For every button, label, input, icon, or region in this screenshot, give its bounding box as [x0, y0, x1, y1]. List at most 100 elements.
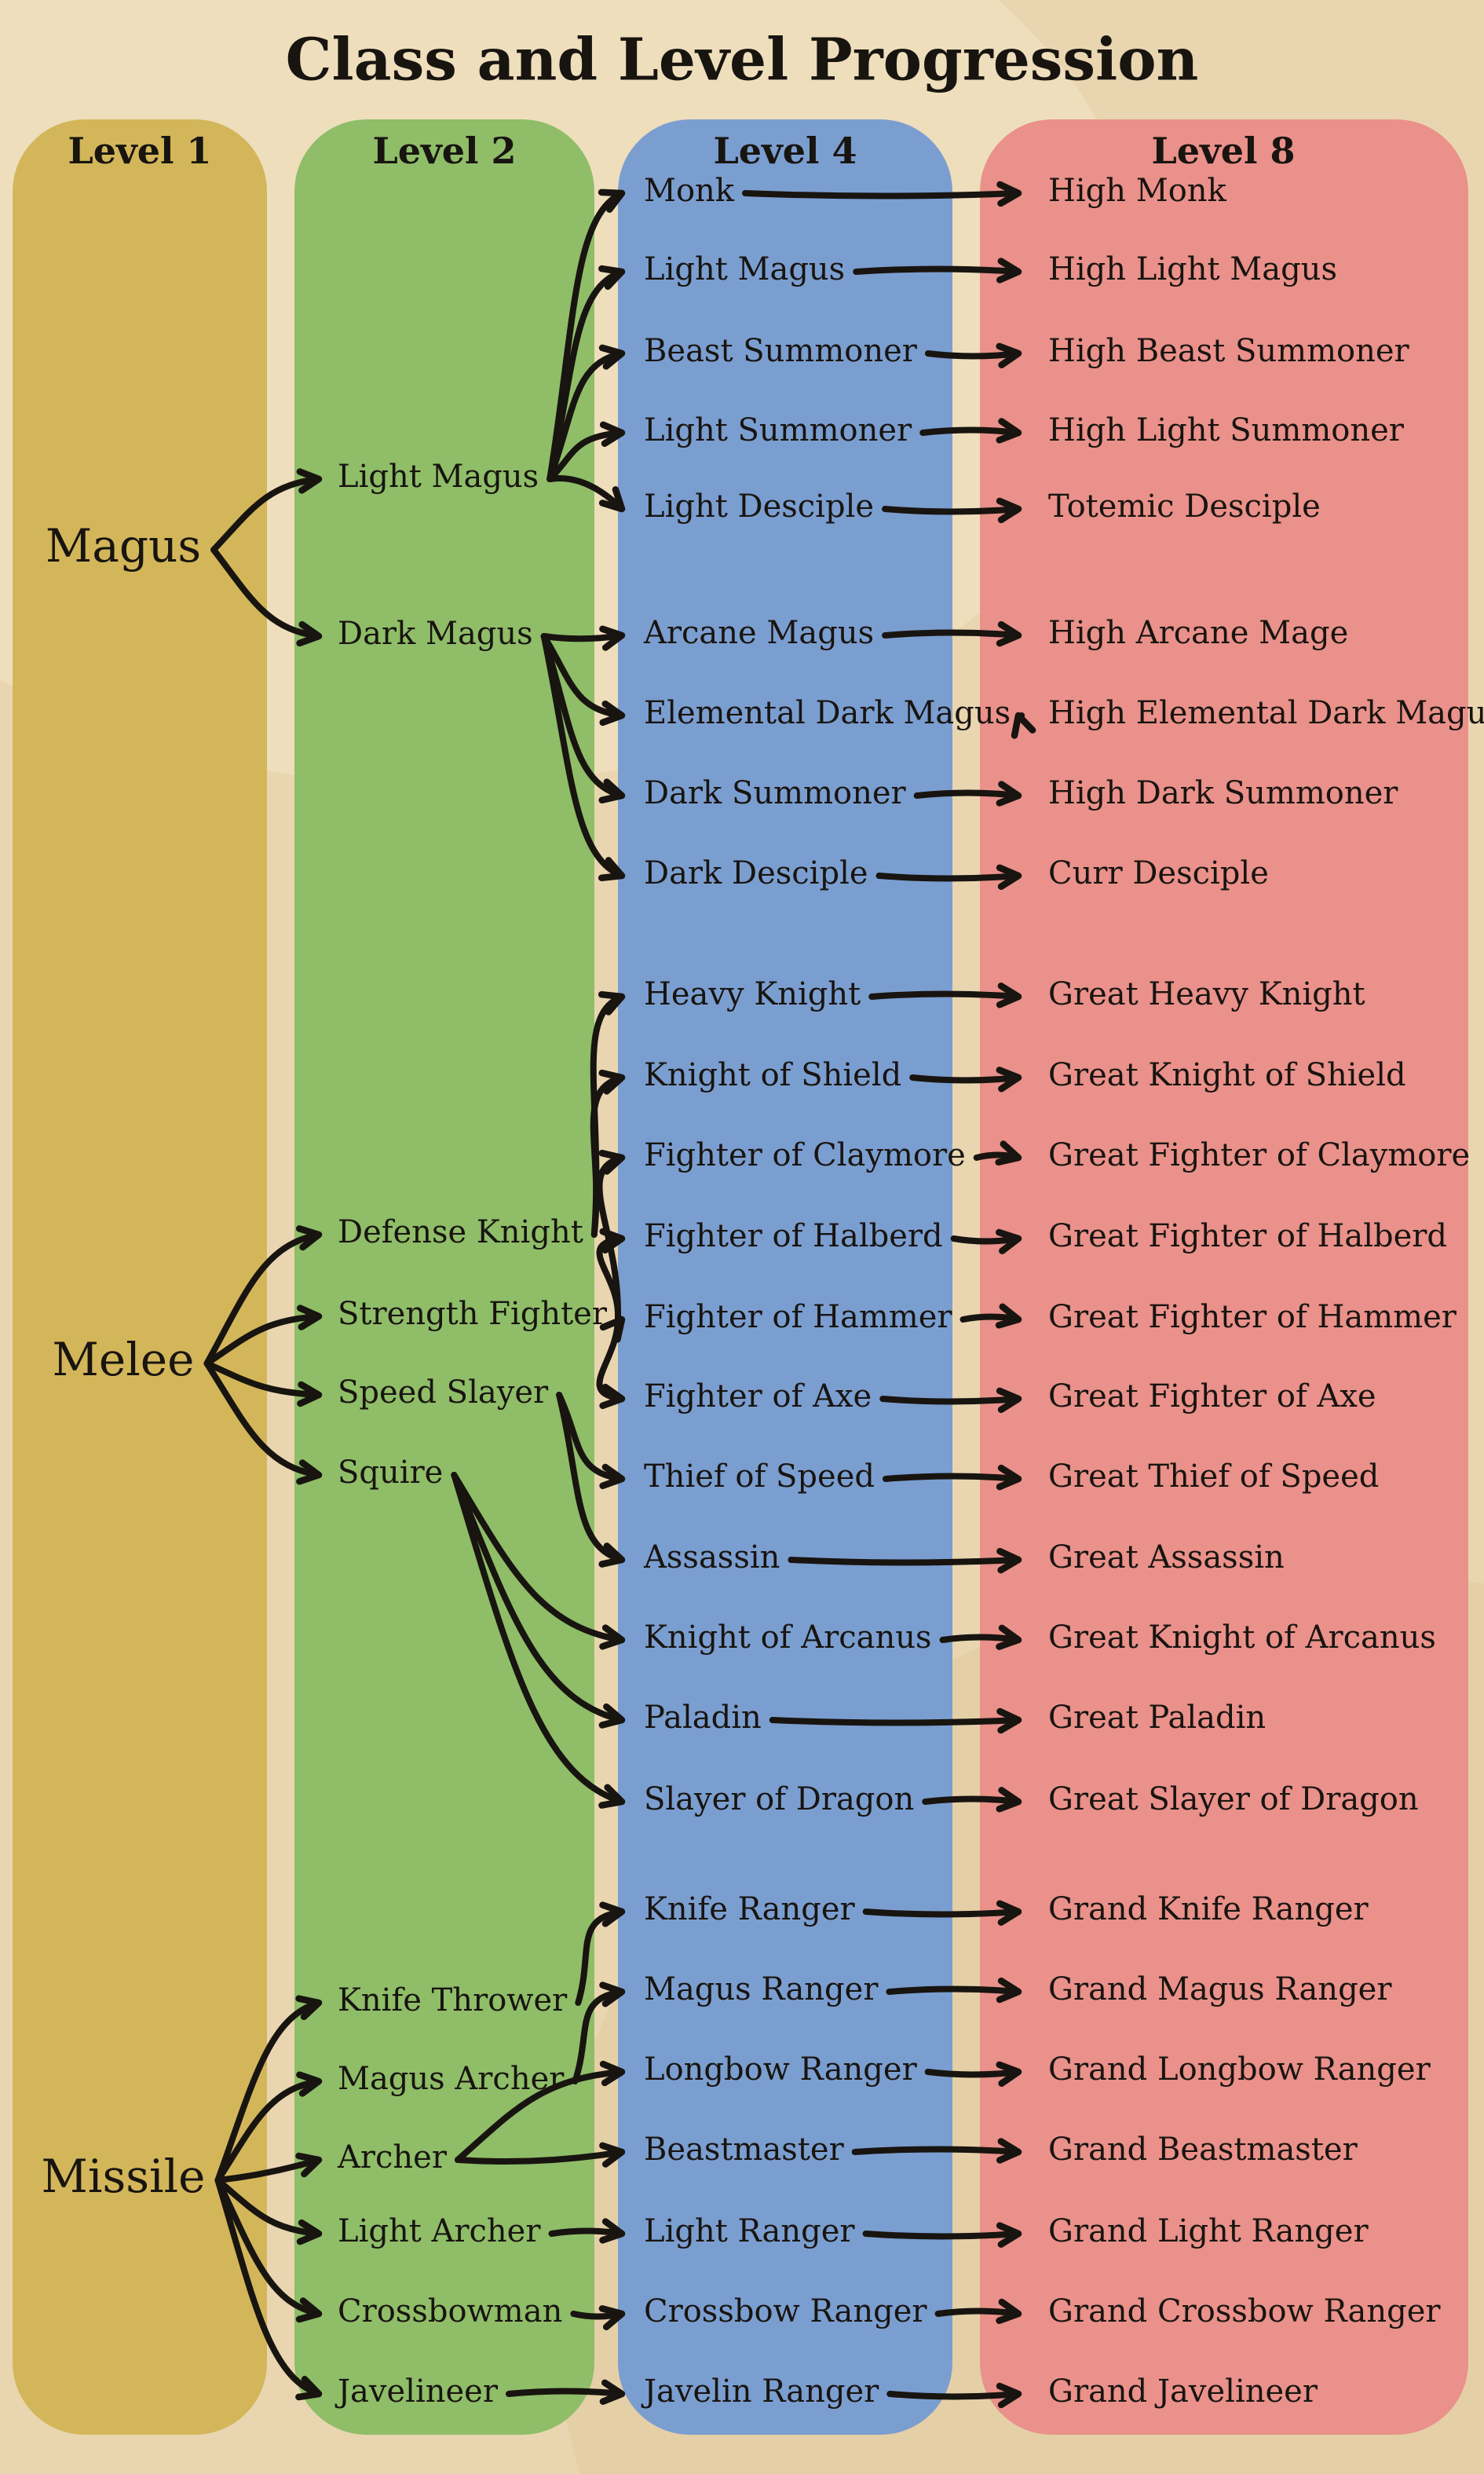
arrow-melee-to-defense-knight [203, 1225, 323, 1367]
node-label-curr-desciple: Curr Desciple [1048, 855, 1269, 891]
node-label-melee: Melee [53, 1333, 195, 1386]
connector-arrows [203, 181, 1036, 2409]
arrow-beastmaster-to-grand-beastmaster [851, 2138, 1022, 2164]
arrow-melee-to-strength-fighter [203, 1305, 323, 1367]
node-label-knife-thrower: Knife Thrower [338, 1982, 568, 2018]
node-label-high-monk: High Monk [1048, 173, 1227, 209]
column-level8 [980, 119, 1468, 2435]
node-label-javelin-ranger: Javelin Ranger [641, 2373, 879, 2410]
arrow-crossbow-ranger-to-grand-crossbow-ranger [934, 2298, 1022, 2325]
arrow-archer-to-beastmaster [454, 2142, 626, 2168]
node-label-heavy-knight: Heavy Knight [644, 976, 861, 1012]
arrow-javelin-ranger-to-grand-javelineer [886, 2382, 1022, 2409]
node-label-strength-fighter: Strength Fighter [338, 1296, 608, 1332]
arrow-dark-desciple-to-curr-desciple [875, 864, 1022, 891]
arrow-javelineer-to-javelin-ranger [505, 2379, 626, 2405]
node-label-crossbow-ranger: Crossbow Ranger [644, 2293, 927, 2329]
page-title: Class and Level Progression [286, 27, 1199, 94]
node-label-knight-of-shield: Knight of Shield [644, 1057, 901, 1093]
arrow-knight-of-arcanus-to-great-knight-of-arcanus [939, 1624, 1022, 1650]
node-label-crossbowman: Crossbowman [338, 2293, 562, 2329]
arrow-fighter-of-claymore-to-great-fighter-of-claymore [973, 1140, 1022, 1166]
header-level-8: Level 8 [1151, 130, 1295, 172]
arrow-dark-summoner-to-high-dark-summoner [913, 781, 1022, 807]
node-label-paladin: Paladin [644, 1700, 762, 1736]
node-label-great-knight-of-arcanus: Great Knight of Arcanus [1048, 1619, 1436, 1656]
node-label-great-slayer-of-dragon: Great Slayer of Dragon [1048, 1781, 1419, 1817]
node-label-high-arcane-mage: High Arcane Mage [1048, 615, 1348, 651]
arrow-squire-to-slayer-of-dragon [451, 1472, 626, 1809]
arrow-speed-slayer-to-assassin [556, 1392, 626, 1568]
arrow-dark-magus-2-to-dark-desciple [540, 633, 626, 881]
node-label-longbow-ranger: Longbow Ranger [644, 2051, 918, 2088]
node-label-defense-knight: Defense Knight [338, 1214, 583, 1250]
node-label-arcane-magus: Arcane Magus [643, 615, 874, 651]
arrow-light-magus-2-to-light-desciple [546, 475, 626, 513]
node-label-fighter-of-hammer: Fighter of Hammer [644, 1299, 952, 1335]
node-label-great-fighter-of-claymore: Great Fighter of Claymore [1048, 1137, 1470, 1173]
arrow-knife-ranger-to-grand-knife-ranger [862, 1900, 1022, 1926]
arrow-heavy-knight-to-great-heavy-knight [868, 983, 1022, 1008]
node-label-great-knight-of-shield: Great Knight of Shield [1048, 1057, 1406, 1093]
arrow-arcane-magus-to-high-arcane-mage [882, 620, 1022, 647]
node-label-magus-ranger: Magus Ranger [644, 1971, 879, 2007]
arrow-light-archer-to-light-ranger [548, 2218, 626, 2244]
arrow-melee-to-speed-slayer [203, 1360, 323, 1407]
node-label-fighter-of-claymore: Fighter of Claymore [644, 1137, 966, 1173]
arrow-light-magus-4-to-high-light-magus [853, 258, 1022, 284]
arrow-missile-to-knife-thrower [214, 1995, 323, 2183]
node-label-grand-magus-ranger: Grand Magus Ranger [1048, 1971, 1392, 2007]
arrow-missile-to-light-archer [214, 2177, 323, 2245]
node-label-magus: Magus [46, 519, 201, 573]
column-level2 [294, 119, 594, 2435]
node-label-missile: Missile [42, 2150, 206, 2203]
node-label-light-summoner: Light Summoner [644, 412, 912, 448]
arrow-strength-fighter-to-fighter-of-halberd [596, 1228, 626, 1319]
arrow-missile-to-archer [214, 2152, 323, 2183]
arrow-paladin-to-great-paladin [769, 1707, 1022, 1734]
column-headers: Level 1 Level 2 Level 4 Level 8 [68, 130, 1295, 172]
node-label-great-assassin: Great Assassin [1048, 1539, 1285, 1576]
arrow-fighter-of-hammer-to-great-fighter-of-hammer [959, 1303, 1022, 1329]
node-label-light-magus-2: Light Magus [338, 459, 539, 495]
node-label-grand-beastmaster: Grand Beastmaster [1048, 2132, 1358, 2168]
node-label-fighter-of-axe: Fighter of Axe [644, 1378, 872, 1414]
arrow-thief-of-speed-to-great-thief-of-speed [882, 1464, 1022, 1491]
node-label-high-beast-summoner: High Beast Summoner [1048, 333, 1410, 369]
node-label-assassin: Assassin [643, 1539, 780, 1576]
node-label-speed-slayer: Speed Slayer [338, 1374, 549, 1411]
header-level-2: Level 2 [372, 130, 516, 172]
node-label-great-heavy-knight: Great Heavy Knight [1048, 976, 1365, 1012]
arrow-elemental-dark-magus-to-high-elemental-dark-magus [1011, 712, 1036, 739]
node-label-high-dark-summoner: High Dark Summoner [1048, 775, 1398, 811]
arrow-longbow-ranger-to-grand-longbow-ranger [924, 2061, 1022, 2087]
arrow-squire-to-knight-of-arcanus [451, 1472, 626, 1650]
arrow-assassin-to-great-assassin [788, 1547, 1022, 1574]
node-label-great-thief-of-speed: Great Thief of Speed [1048, 1458, 1379, 1495]
arrow-monk-to-high-monk [742, 181, 1022, 207]
node-label-monk: Monk [644, 173, 735, 209]
node-label-totemic-desciple: Totemic Desciple [1048, 489, 1321, 525]
node-label-knife-ranger: Knife Ranger [644, 1891, 856, 1927]
arrow-melee-to-squire [203, 1360, 323, 1485]
node-label-great-fighter-of-axe: Great Fighter of Axe [1048, 1378, 1376, 1414]
arrow-magus-to-dark-magus-2 [210, 547, 323, 647]
column-level1 [13, 119, 267, 2435]
arrow-archer-to-longbow-ranger [454, 2060, 626, 2163]
arrow-magus-to-light-magus-2 [210, 468, 323, 553]
arrow-squire-to-paladin [451, 1472, 626, 1729]
node-label-archer: Archer [337, 2139, 448, 2176]
node-label-grand-crossbow-ranger: Grand Crossbow Ranger [1048, 2293, 1441, 2329]
node-label-light-desciple: Light Desciple [644, 489, 874, 525]
node-label-beastmaster: Beastmaster [644, 2132, 845, 2168]
columns [13, 119, 1468, 2435]
node-label-light-magus-4: Light Magus [644, 251, 845, 287]
node-label-slayer-of-dragon: Slayer of Dragon [644, 1781, 914, 1817]
node-label-grand-knife-ranger: Grand Knife Ranger [1048, 1891, 1369, 1927]
arrow-defense-knight-to-knight-of-shield [590, 1069, 626, 1238]
node-label-great-fighter-of-halberd: Great Fighter of Halberd [1048, 1218, 1447, 1254]
arrow-beast-summoner-to-high-beast-summoner [924, 342, 1022, 368]
